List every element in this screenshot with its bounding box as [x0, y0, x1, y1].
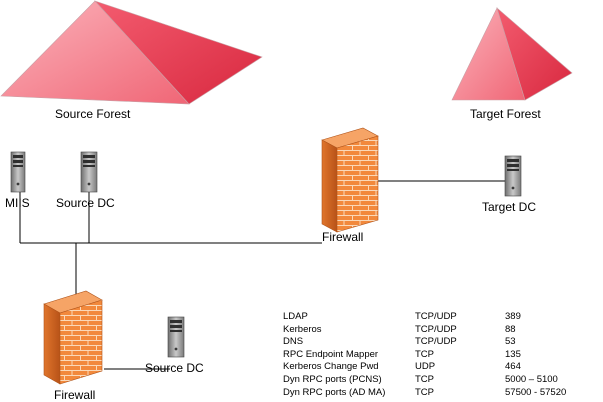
service-cell: DNS [283, 336, 304, 348]
port-cell: 135 [505, 348, 521, 360]
table-row: LDAP TCP/UDP 389 [283, 311, 585, 324]
table-row: Dyn RPC ports (PCNS) TCP 5000 – 5100 [283, 374, 585, 387]
service-cell: RPC Endpoint Mapper [283, 348, 379, 360]
source-dc-top-label: Source DC [56, 196, 115, 210]
protocol-cell: TCP/UDP [415, 336, 457, 348]
table-row: Kerberos Change Pwd UDP 464 [283, 361, 585, 374]
network-lines [19, 180, 505, 370]
port-cell: 389 [505, 311, 521, 322]
protocol-cell: TCP [415, 348, 434, 360]
source-dc-bottom-server-icon [167, 316, 185, 358]
table-row: Kerberos TCP/UDP 88 [283, 324, 585, 337]
source-dc-top-server-icon [80, 151, 98, 193]
miis-server-icon [10, 151, 26, 193]
port-cell: 53 [505, 336, 516, 348]
protocol-cell: TCP/UDP [415, 311, 457, 322]
target-forest-pyramid [451, 7, 573, 101]
firewall-bottom-icon [43, 290, 103, 385]
service-cell: Dyn RPC ports (PCNS) [283, 373, 382, 385]
firewall-top-label: Firewall [322, 230, 364, 244]
target-dc-server-icon [504, 155, 522, 197]
service-cell: LDAP [283, 311, 308, 322]
ports-table: LDAP TCP/UDP 389 Kerberos TCP/UDP 88 DNS… [283, 311, 585, 399]
protocol-cell: UDP [415, 361, 436, 373]
port-cell: 88 [505, 323, 516, 335]
target-forest-label: Target Forest [470, 107, 541, 121]
port-cell: 57500 - 57520 [505, 386, 567, 398]
protocol-cell: TCP [415, 373, 434, 385]
table-row: Dyn RPC ports (AD MA) TCP 57500 - 57520 [283, 387, 585, 400]
service-cell: Dyn RPC ports (AD MA) [283, 386, 386, 398]
target-dc-label: Target DC [482, 200, 537, 214]
service-cell: Kerberos Change Pwd [283, 361, 379, 373]
port-cell: 464 [505, 361, 521, 373]
source-forest-label: Source Forest [55, 107, 131, 121]
table-row: RPC Endpoint Mapper TCP 135 [283, 349, 585, 362]
protocol-cell: TCP/UDP [415, 323, 457, 335]
firewall-bottom-label: Firewall [54, 388, 96, 402]
source-dc-bottom-label: Source DC [145, 361, 204, 375]
miis-label: MIIS [5, 196, 30, 210]
firewall-top-icon [321, 127, 379, 233]
protocol-cell: TCP [415, 386, 434, 398]
source-forest-pyramid [0, 0, 263, 105]
port-cell: 5000 – 5100 [505, 373, 558, 385]
table-row: DNS TCP/UDP 53 [283, 336, 585, 349]
service-cell: Kerberos [283, 323, 322, 335]
